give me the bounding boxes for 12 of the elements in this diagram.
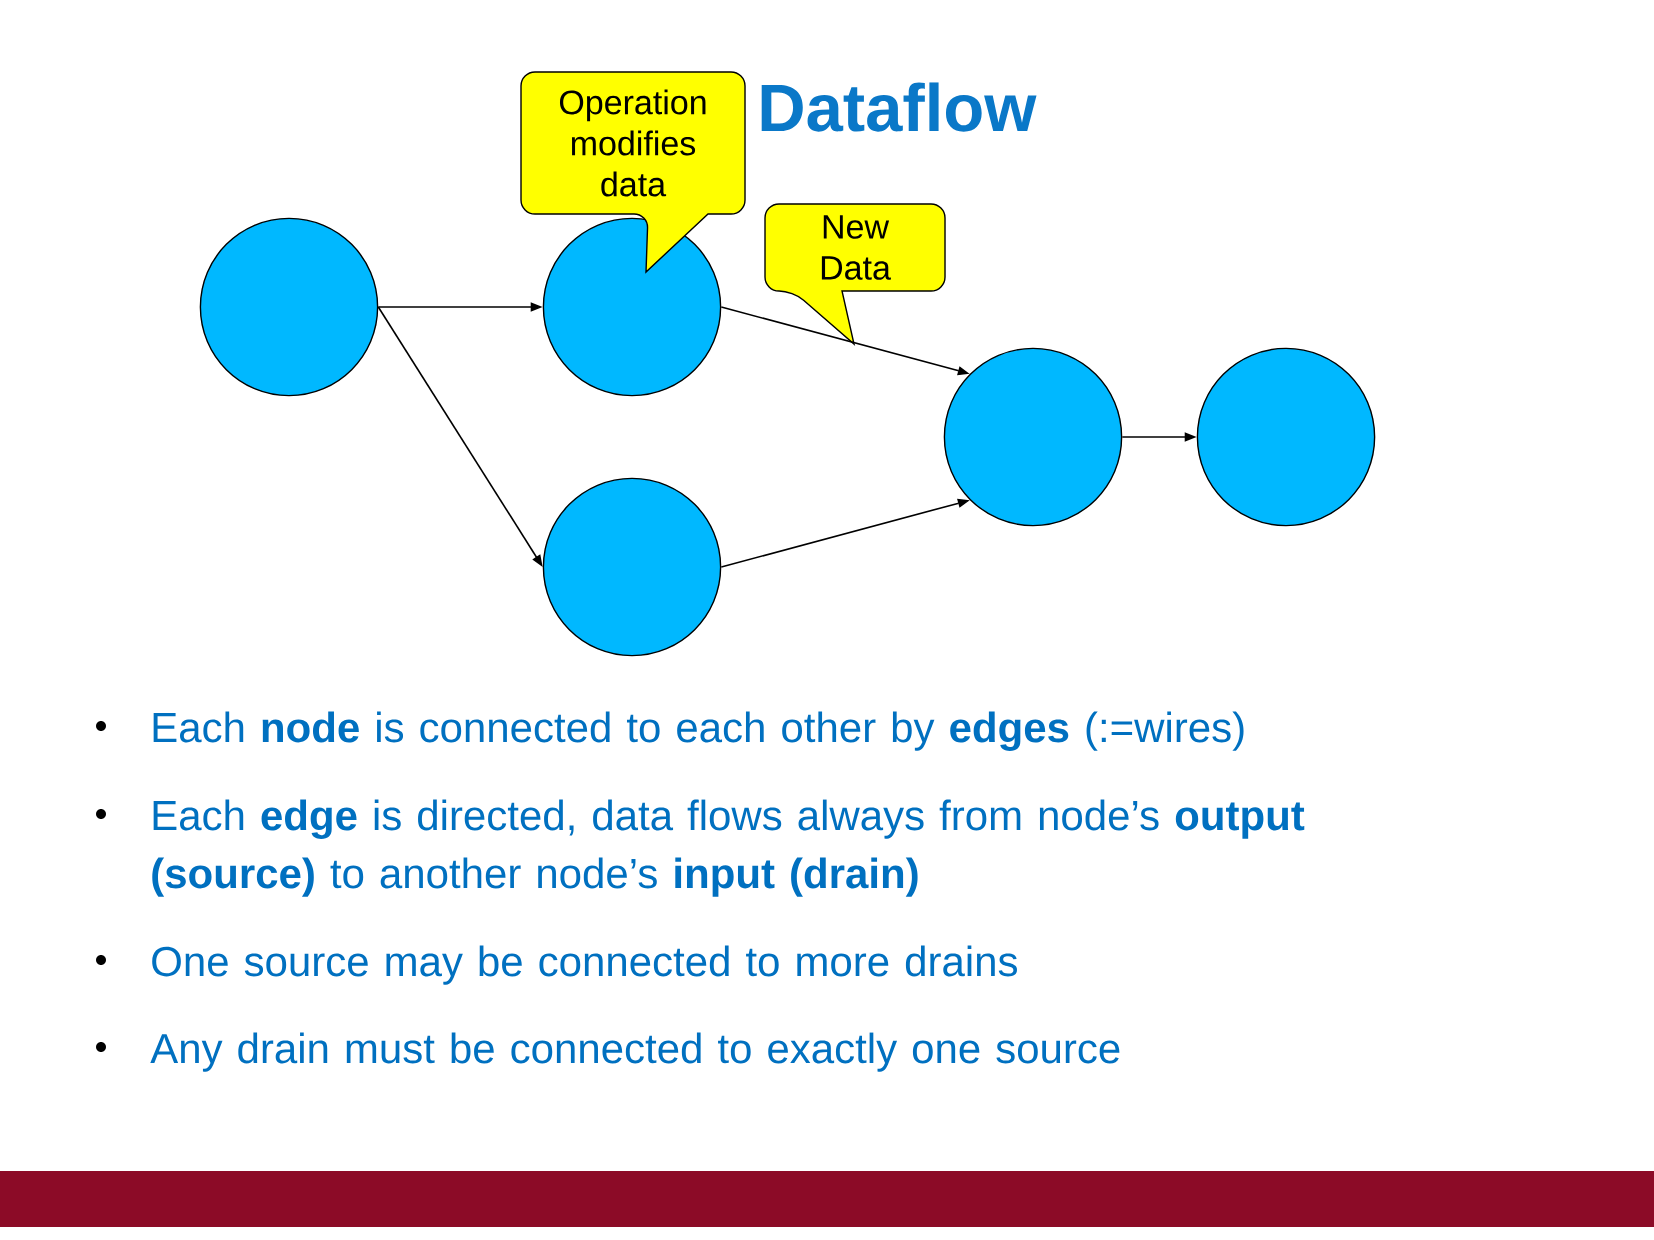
bullet-text: Each node is connected to each other by edges (:=wires) — [153, 711, 1244, 751]
circle — [943, 347, 1123, 527]
bullet-text: Any drain must be connected to exactly one source — [150, 1032, 1120, 1072]
circle — [542, 217, 722, 397]
circle — [199, 217, 379, 397]
callout: Operation modifies data — [520, 71, 746, 273]
circle — [542, 477, 722, 657]
callout: New Data — [764, 203, 946, 345]
title: Dataflow — [761, 82, 1037, 132]
bullet-text: One source may be connected to more drains — [152, 945, 1017, 985]
circle — [1196, 347, 1376, 527]
bullet-text: Each edge is directed, data flows always from node’s output (source) to another node’s input (drain) — [152, 799, 1305, 897]
